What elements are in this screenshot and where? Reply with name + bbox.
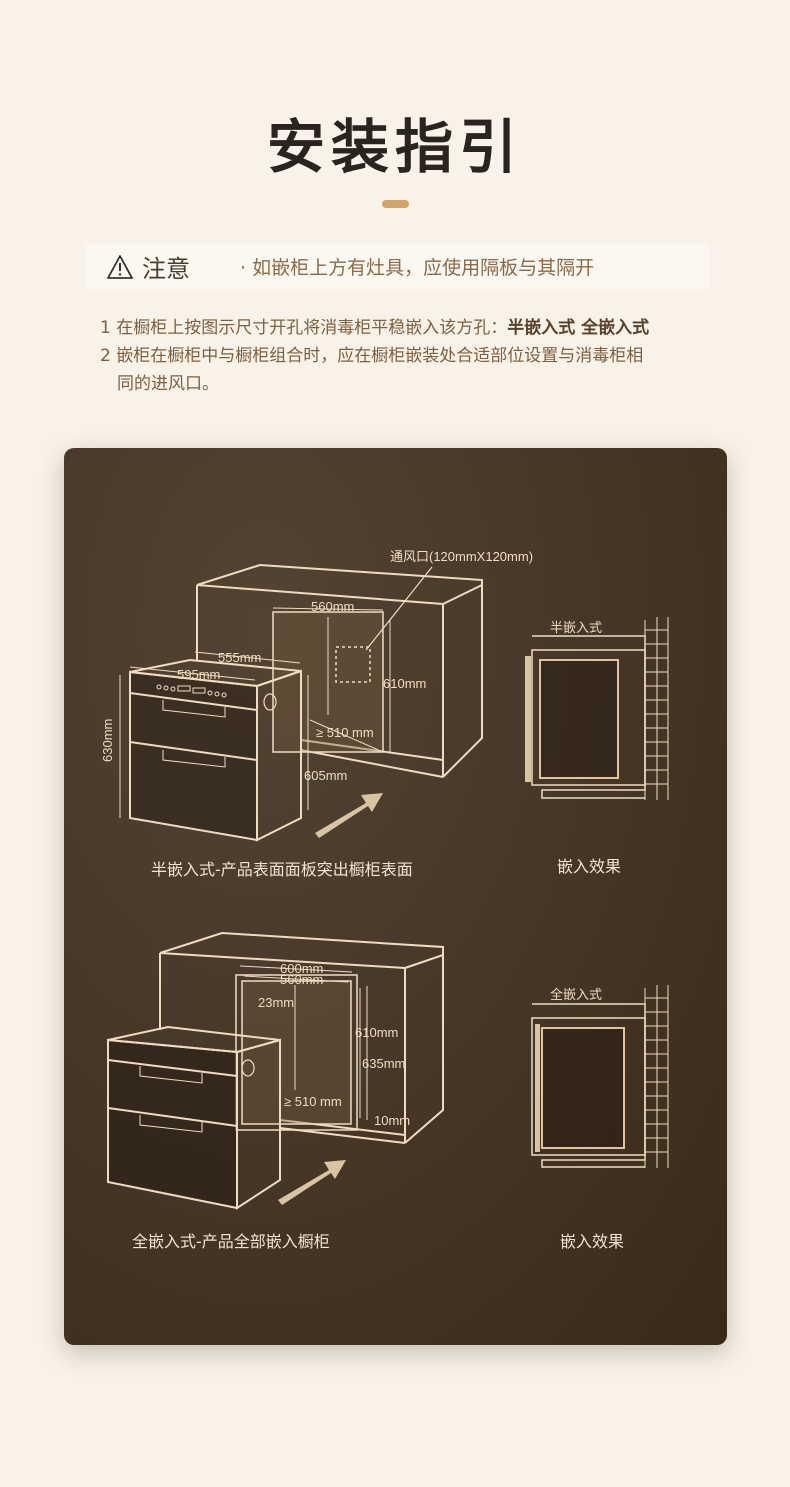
step-emphasis: 半嵌入式 全嵌入式 — [507, 318, 650, 338]
half-embed-caption: 半嵌入式-产品表面面板突出橱柜表面 — [151, 860, 413, 879]
step-1: 1 在橱柜上按图示尺寸开孔将消毒柜平稳嵌入该方孔：半嵌入式 全嵌入式 — [100, 314, 720, 342]
notice-label: 注意 — [142, 255, 190, 283]
step-number: 1 — [100, 318, 111, 338]
step-text: 在橱柜上按图示尺寸开孔将消毒柜平稳嵌入该方孔： — [116, 318, 508, 338]
step-number: 2 — [100, 346, 111, 366]
step-text-continued: 同的进风口。 — [117, 374, 219, 394]
title-divider — [382, 200, 409, 208]
half-embed-effect-caption: 嵌入效果 — [557, 857, 622, 876]
step-2: 2 嵌柜在橱柜中与橱柜组合时，应在橱柜嵌装处合适部位设置与消毒柜相 — [100, 342, 720, 370]
step-text: 嵌柜在橱柜中与橱柜组合时，应在橱柜嵌装处合适部位设置与消毒柜相 — [116, 346, 644, 366]
diagram-panel — [64, 448, 727, 1345]
page-title: 安装指引 — [266, 113, 523, 181]
instruction-list: 1 在橱柜上按图示尺寸开孔将消毒柜平稳嵌入该方孔：半嵌入式 全嵌入式 2 嵌柜在… — [100, 314, 720, 398]
warning-triangle-icon — [107, 254, 133, 279]
full-embed-caption: 全嵌入式-产品全部嵌入橱柜 — [132, 1232, 330, 1251]
notice-text: · 如嵌柜上方有灶具，应使用隔板与其隔开 — [240, 257, 595, 279]
notice-bar: 注意 · 如嵌柜上方有灶具，应使用隔板与其隔开 — [86, 244, 710, 289]
full-embed-effect-caption: 嵌入效果 — [560, 1232, 625, 1251]
